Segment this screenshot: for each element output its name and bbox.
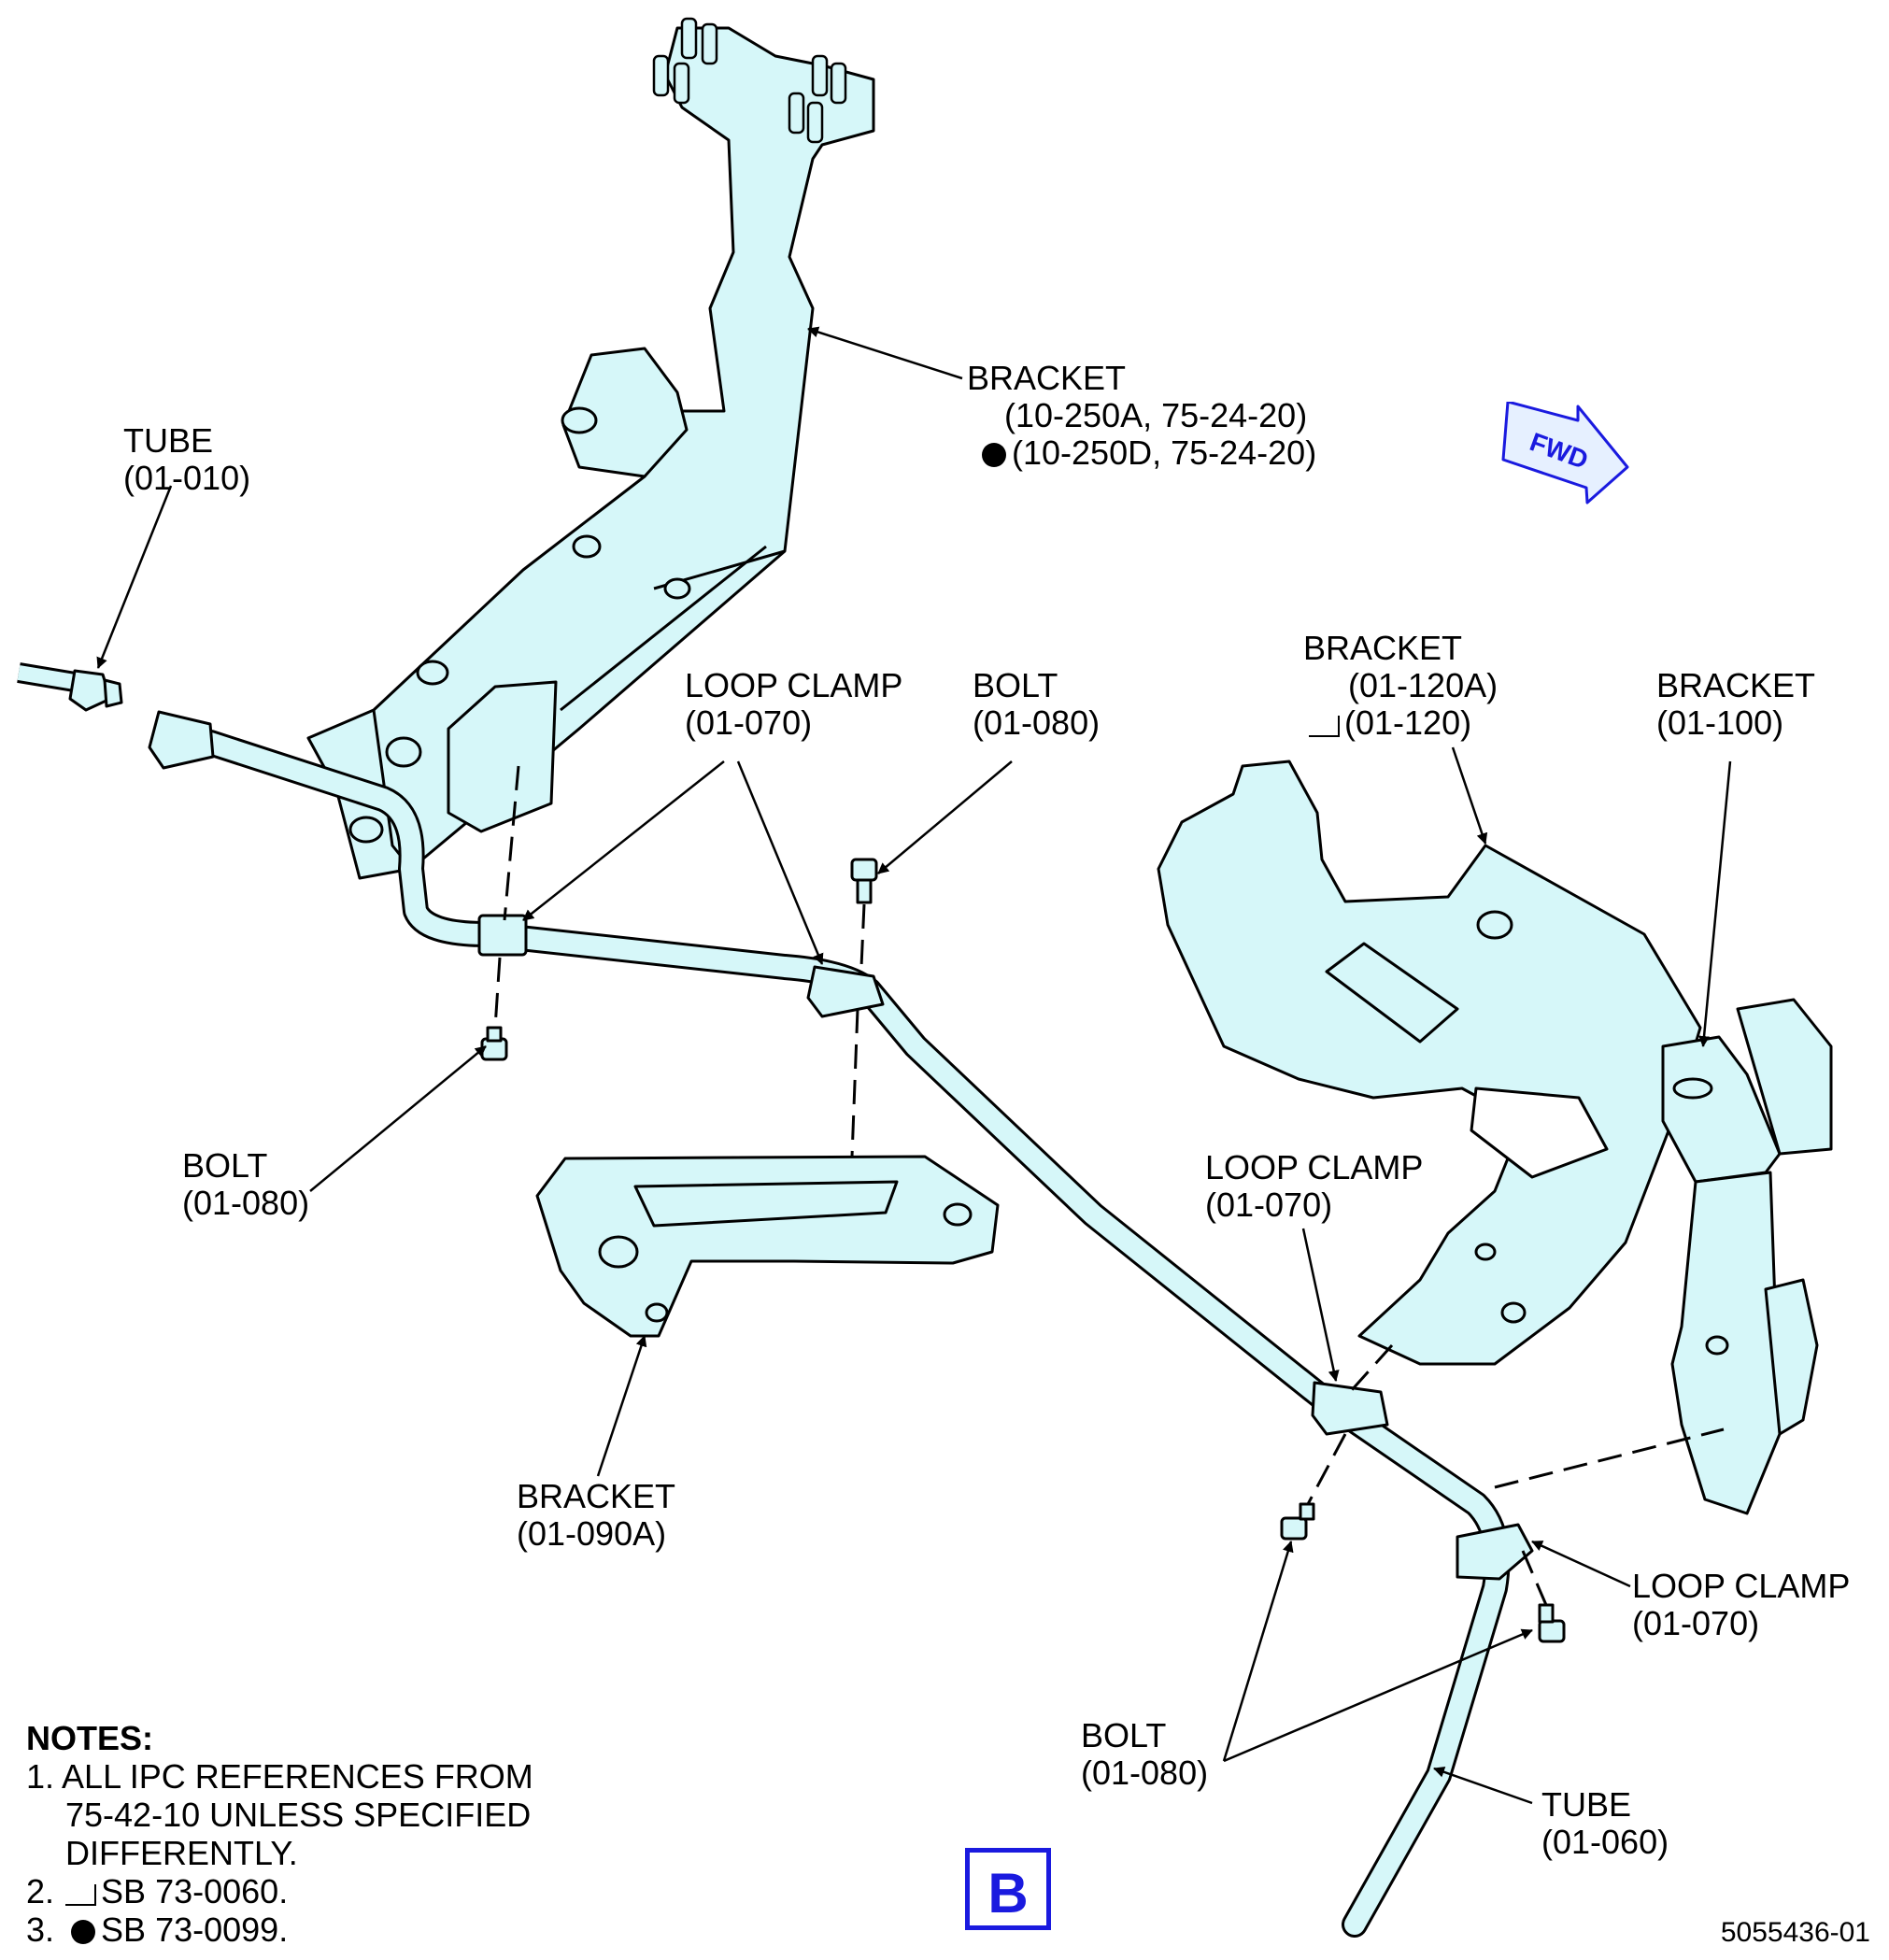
notes-title: NOTES:: [26, 1719, 154, 1757]
callout-tube-bottom: TUBE (01-060): [1541, 1786, 1669, 1861]
note-2-text: SB 73-0060.: [101, 1872, 289, 1910]
triangle-flag-icon: [65, 1884, 97, 1906]
callout-name: BOLT: [1081, 1716, 1167, 1754]
bolt-3: [1280, 1502, 1315, 1541]
tube-assembly: [17, 662, 1511, 1938]
bolt-4: [1538, 1603, 1566, 1643]
callout-name: BRACKET: [1656, 666, 1816, 704]
callout-ref: (10-250A, 75-24-20): [1004, 396, 1308, 434]
sb-73-0060-triangle-icon: [1309, 716, 1340, 737]
note-1-line-1: 1. ALL IPC REFERENCES FROM: [26, 1757, 533, 1796]
callout-bracket-top: BRACKET (10-250A, 75-24-20) (10-250D, 75…: [967, 360, 1316, 472]
notes-block: NOTES: 1. ALL IPC REFERENCES FROM 75-42-…: [26, 1719, 533, 1949]
callout-ref: (01-100): [1656, 703, 1784, 742]
bracket-01-120a: [1157, 760, 1702, 1366]
callout-name: BRACKET: [967, 359, 1127, 397]
note-3-number: 3.: [26, 1910, 55, 1949]
callout-name: TUBE: [1541, 1785, 1632, 1824]
callout-name: TUBE: [123, 421, 214, 460]
callout-ref-2: (01-120): [1344, 703, 1472, 742]
note-3-text: SB 73-0099.: [101, 1910, 289, 1949]
callout-ref: (01-010): [123, 459, 251, 497]
callout-name: BOLT: [973, 666, 1058, 704]
callout-ref-2: (10-250D, 75-24-20): [1012, 433, 1317, 472]
tube-fittings: [68, 669, 215, 770]
callout-bracket-120: BRACKET (01-120A) (01-120): [1303, 630, 1498, 742]
bracket-01-100: [1661, 998, 1833, 1515]
callout-bracket-100: BRACKET (01-100): [1656, 667, 1815, 742]
document-number: 5055436-01: [1720, 1917, 1870, 1948]
note-1-line-2: 75-42-10 UNLESS SPECIFIED: [65, 1796, 532, 1834]
sb-73-0099-dot-icon: [982, 443, 1006, 467]
callout-tube-top: TUBE (01-010): [123, 422, 250, 497]
callout-name: LOOP CLAMP: [685, 666, 903, 704]
bracket-01-090a: [535, 1155, 1000, 1338]
callout-bolt-2: BOLT (01-080): [182, 1147, 309, 1222]
callout-bracket-090a: BRACKET (01-090A): [517, 1478, 675, 1553]
callout-ref: (01-070): [1632, 1604, 1760, 1642]
note-2: 2. SB 73-0060.: [26, 1872, 533, 1910]
dot-flag-icon: [71, 1920, 96, 1944]
callout-name: BRACKET: [1303, 629, 1463, 667]
callout-loop-clamp-2: LOOP CLAMP (01-070): [1205, 1149, 1423, 1224]
loop-clamp-1: [477, 914, 528, 957]
callout-ref: (01-080): [182, 1184, 310, 1222]
callout-ref: (01-060): [1541, 1823, 1669, 1861]
callout-loop-clamp-3: LOOP CLAMP (01-070): [1632, 1568, 1850, 1642]
callout-name: LOOP CLAMP: [1205, 1148, 1424, 1186]
callout-ref: (01-070): [685, 703, 813, 742]
leader-lines: [96, 326, 1732, 1805]
note-2-number: 2.: [26, 1872, 55, 1910]
callout-loop-clamp-1: LOOP CLAMP (01-070): [685, 667, 902, 742]
forward-direction-arrow: FWD: [1501, 402, 1629, 504]
loop-clamp-4: [1456, 1523, 1534, 1581]
callout-bolt-1: BOLT (01-080): [973, 667, 1100, 742]
callout-ref: (01-080): [1081, 1754, 1209, 1792]
note-3: 3. SB 73-0099.: [26, 1910, 533, 1949]
callout-name: LOOP CLAMP: [1632, 1567, 1851, 1605]
callout-ref: (01-090A): [517, 1514, 667, 1553]
callout-name: BOLT: [182, 1146, 268, 1185]
note-1-line-3: DIFFERENTLY.: [65, 1834, 298, 1872]
callout-ref: (01-070): [1205, 1186, 1333, 1224]
callout-ref: (01-120A): [1348, 666, 1498, 704]
loop-clamp-2: [806, 965, 885, 1018]
callout-bolt-3: BOLT (01-080): [1081, 1717, 1208, 1792]
view-label: B: [965, 1848, 1051, 1930]
bolt-1: [480, 1026, 508, 1061]
fwd-arrow-icon: [1501, 402, 1629, 504]
bolt-2: [850, 858, 878, 904]
callout-ref: (01-080): [973, 703, 1101, 742]
callout-name: BRACKET: [517, 1477, 676, 1515]
bracket-10-250a: [306, 17, 875, 880]
alignment-lines: [493, 765, 1725, 1606]
loop-clamp-3: [1311, 1381, 1389, 1436]
